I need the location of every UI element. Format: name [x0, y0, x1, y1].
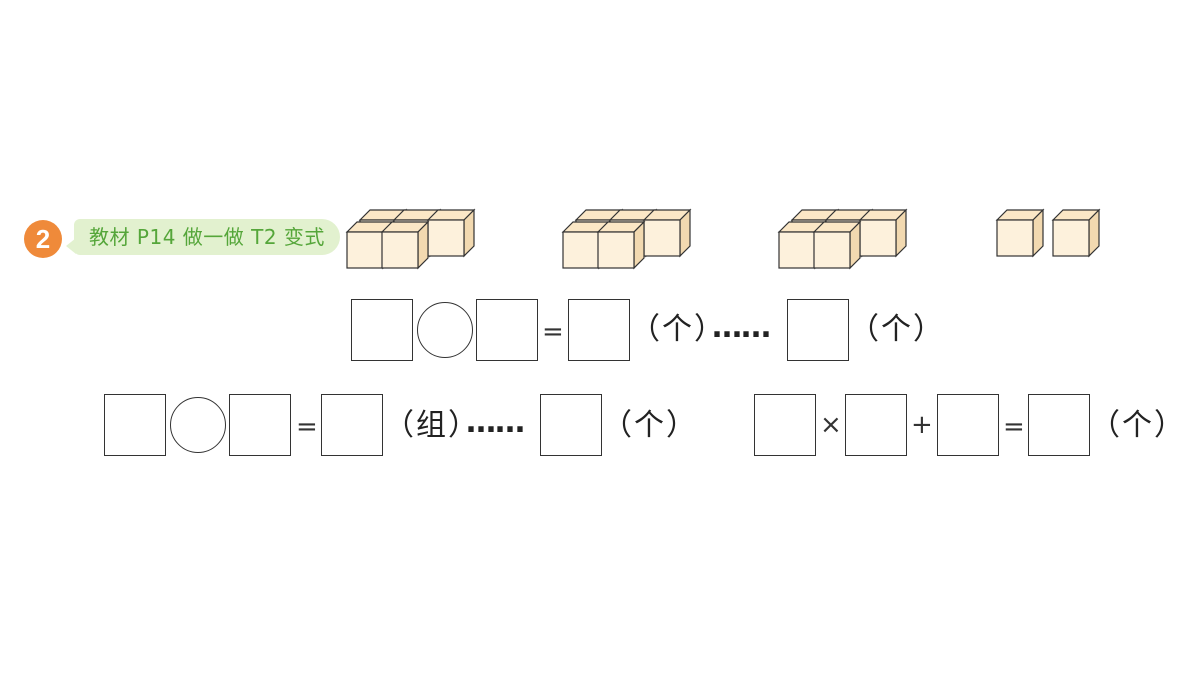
- times-sign: ×: [820, 410, 842, 440]
- answer-box[interactable]: [321, 394, 383, 456]
- remainder-dots: ……: [712, 310, 771, 345]
- operator-circle[interactable]: [417, 302, 473, 358]
- answer-box[interactable]: [787, 299, 849, 361]
- equals-sign: =: [542, 317, 564, 347]
- cube: [643, 209, 691, 257]
- cube: [1052, 209, 1100, 257]
- answer-box[interactable]: [754, 394, 816, 456]
- answer-box[interactable]: [937, 394, 999, 456]
- answer-box[interactable]: [104, 394, 166, 456]
- cube: [381, 221, 429, 269]
- unit-label: （个）: [602, 408, 698, 443]
- operator-circle[interactable]: [170, 397, 226, 453]
- equals-sign: =: [296, 412, 318, 442]
- unit-label: （个）: [849, 312, 945, 347]
- equals-sign: =: [1003, 412, 1025, 442]
- cube-group-1: [346, 209, 475, 269]
- answer-box[interactable]: [540, 394, 602, 456]
- answer-box[interactable]: [476, 299, 538, 361]
- cube-group-4: [996, 209, 1100, 257]
- answer-box[interactable]: [1028, 394, 1090, 456]
- cube: [859, 209, 907, 257]
- answer-box[interactable]: [229, 394, 291, 456]
- source-tag-tail: [66, 238, 76, 254]
- answer-box[interactable]: [568, 299, 630, 361]
- unit-label: （组）: [384, 408, 480, 443]
- cube: [597, 221, 645, 269]
- unit-label: （个）: [630, 312, 726, 347]
- answer-box[interactable]: [845, 394, 907, 456]
- cube: [427, 209, 475, 257]
- problem-number-badge: 2: [24, 220, 62, 258]
- answer-box[interactable]: [351, 299, 413, 361]
- remainder-dots: ……: [466, 405, 525, 440]
- cube: [813, 221, 861, 269]
- unit-label: （个）: [1090, 408, 1186, 443]
- cube: [996, 209, 1044, 257]
- cube-group-2: [562, 209, 691, 269]
- cube-group-3: [778, 209, 907, 269]
- source-tag: 教材 P14 做一做 T2 变式: [74, 219, 340, 255]
- plus-sign: +: [911, 410, 933, 440]
